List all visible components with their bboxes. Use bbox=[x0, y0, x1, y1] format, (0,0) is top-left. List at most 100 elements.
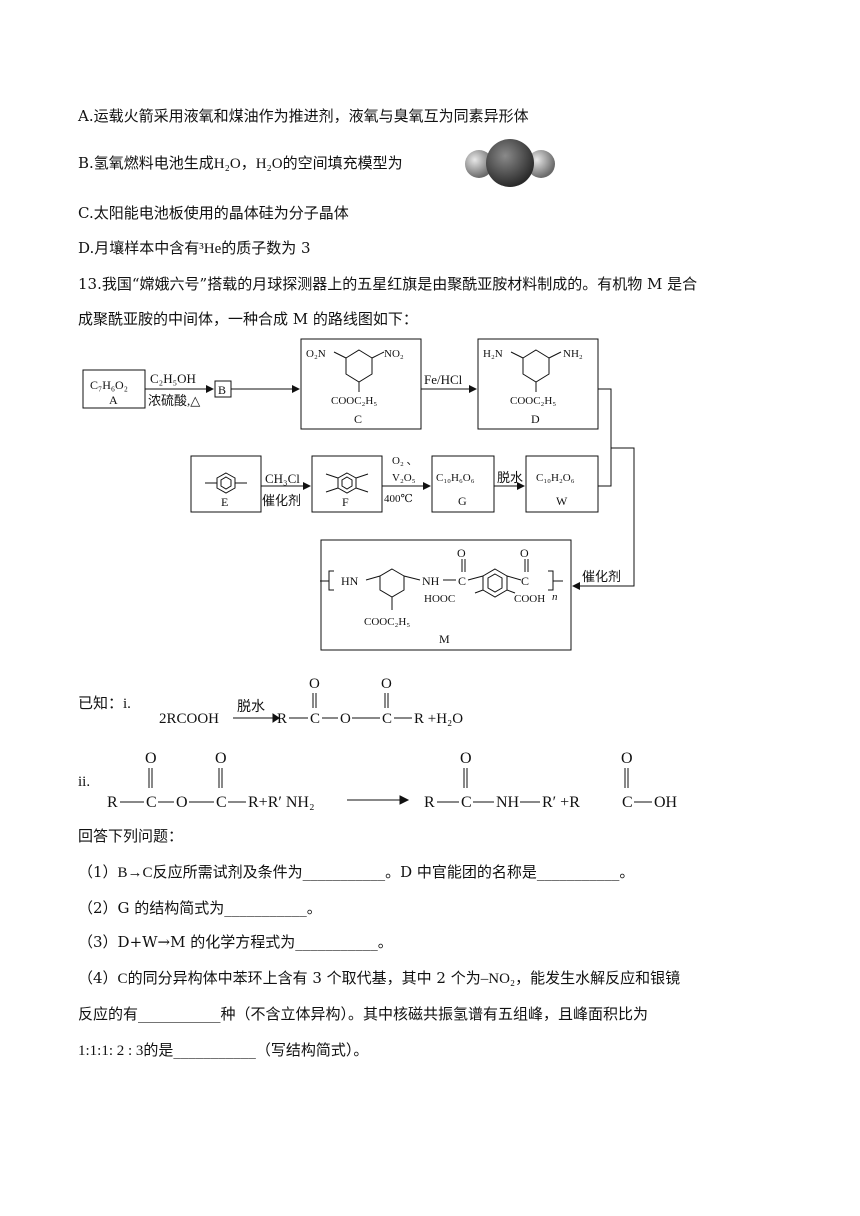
sub-question-4-number: （4） bbox=[78, 969, 118, 987]
reagent-catalyst-1: 催化剂 bbox=[262, 493, 301, 508]
known-ii-o-top-3: O bbox=[460, 750, 472, 767]
reagent-ch3cl: CH₃Cl bbox=[265, 471, 300, 486]
sub-question-4-line-1: （4）C的同分异构体中苯环上含有 3 个取代基，其中 2 个为–NO₂，能发生水… bbox=[78, 968, 680, 989]
sub-question-1-text: 反应所需试剂及条件为___________。D 中官能团的名称是________… bbox=[152, 863, 635, 881]
box-c bbox=[300, 338, 422, 430]
box-f bbox=[311, 455, 383, 513]
answer-intro: 回答下列问题： bbox=[78, 827, 184, 845]
c-nitro-left: O₂N bbox=[306, 348, 326, 360]
known-ii-c-4: C bbox=[622, 794, 633, 811]
known-label-i: 已知：i. bbox=[78, 695, 131, 712]
option-d: D.月壤样本中含有³He的质子数为 3 bbox=[78, 238, 311, 259]
helium-3-isotope: ³He bbox=[199, 241, 222, 257]
m-nh-group: NH bbox=[422, 574, 440, 588]
reagent-ethanol: C₂H₅OH bbox=[150, 371, 196, 386]
reagent-catalyst-2: 催化剂 bbox=[582, 569, 621, 584]
m-carboxyl-left: HOOC bbox=[424, 593, 455, 605]
compound-g-formula: C₁₀H₆O₆ bbox=[436, 472, 475, 484]
known-i-reactant: 2RCOOH bbox=[159, 711, 219, 727]
b-to-c-reaction: B→C bbox=[117, 865, 153, 881]
compound-d-label: D bbox=[531, 412, 540, 426]
known-ii-r-prime-plus-r: R′ +R bbox=[542, 794, 580, 811]
known-i-bridge-o: O bbox=[340, 711, 351, 727]
peak-area-ratio: 1:1:1: 2 : 3 bbox=[78, 1043, 144, 1059]
option-b: B.氢氧燃料电池生成H₂O，H₂O的空间填充模型为 bbox=[78, 153, 403, 174]
reagent-oxygen: O₂ 、 bbox=[392, 455, 418, 467]
m-carboxyl-right: COOH bbox=[514, 593, 545, 605]
box-m bbox=[320, 539, 572, 651]
known-i-c-right: C bbox=[382, 711, 392, 727]
m-carbonyl-o-right: O bbox=[520, 546, 529, 560]
known-i-o-top-right: O bbox=[381, 676, 392, 692]
compound-m-label: M bbox=[439, 632, 450, 646]
question-13-line-2: 成聚酰亚胺的中间体，一种合成 M 的路线图如下： bbox=[78, 310, 418, 328]
reagent-dehydrate: 脱水 bbox=[497, 470, 523, 485]
box-g bbox=[431, 455, 495, 513]
option-c: C.太阳能电池板使用的晶体硅为分子晶体 bbox=[78, 204, 349, 222]
sub-question-4-mid: 的同分异构体中苯环上含有 3 个取代基，其中 2 个为 bbox=[127, 969, 481, 987]
compound-e-label: E bbox=[221, 495, 228, 509]
m-hn-group: HN bbox=[341, 574, 359, 588]
known-ii-r-product: R bbox=[424, 794, 435, 811]
water-formula-1: H₂O bbox=[213, 156, 241, 172]
known-ii-o-top-4: O bbox=[621, 750, 633, 767]
known-i-c-left: C bbox=[310, 711, 320, 727]
sub-question-4-line-3: 1:1:1: 2 : 3的是___________（写结构简式）。 bbox=[78, 1040, 368, 1061]
compound-f-label: F bbox=[342, 495, 349, 509]
m-repeat-n: n bbox=[552, 591, 558, 603]
m-carbonyl-o-left: O bbox=[457, 546, 466, 560]
option-a: A.运载火箭采用液氧和煤油作为推进剂，液氧与臭氧互为同素异形体 bbox=[78, 107, 529, 125]
option-b-separator: ， bbox=[240, 154, 256, 172]
compound-g-label: G bbox=[458, 494, 467, 508]
known-label-ii: ii. bbox=[78, 774, 90, 790]
sub-question-1-number: （1） bbox=[78, 863, 118, 881]
m-carbonyl-c-left: C bbox=[458, 574, 466, 588]
question-13-line-1: 13.我国“嫦娥六号”搭载的月球探测器上的五星红旗是由聚酰亚胺材料制成的。有机物… bbox=[78, 275, 698, 293]
m-carbonyl-c-right: C bbox=[521, 574, 529, 588]
box-d bbox=[477, 338, 599, 430]
known-i-o-top-left: O bbox=[309, 676, 320, 692]
d-amino-left: H₂N bbox=[483, 348, 503, 360]
compound-a-label: A bbox=[109, 393, 118, 407]
compound-w-formula: C₁₀H₂O₆ bbox=[536, 472, 575, 484]
known-ii-oh: OH bbox=[654, 794, 678, 811]
known-ii-o-top-2: O bbox=[215, 750, 227, 767]
compound-w-label: W bbox=[556, 494, 568, 508]
box-w bbox=[525, 455, 599, 513]
sub-question-1: （1）B→C反应所需试剂及条件为___________。D 中官能团的名称是__… bbox=[78, 862, 634, 883]
sub-question-4-tail: ，能发生水解反应和银镜 bbox=[515, 969, 681, 987]
option-b-prefix: B.氢氧燃料电池生成 bbox=[78, 154, 214, 172]
reagent-v2o5: V₂O₅ bbox=[392, 472, 416, 484]
compound-c-label: C bbox=[354, 412, 362, 426]
known-ii-bridge-o: O bbox=[176, 794, 188, 811]
nitro-group: –NO₂ bbox=[480, 971, 516, 987]
reaction-temperature: 400℃ bbox=[384, 493, 413, 505]
option-d-suffix: 的质子数为 3 bbox=[221, 239, 311, 257]
d-amino-right: NH₂ bbox=[563, 348, 583, 360]
known-i-condition: 脱水 bbox=[237, 699, 265, 715]
known-ii-r-left: R bbox=[107, 794, 118, 811]
d-ester-group: COOC₂H₅ bbox=[510, 395, 556, 407]
compound-b-label: B bbox=[218, 383, 226, 397]
reagent-fe-hcl: Fe/HCl bbox=[424, 372, 463, 387]
sub-question-3: （3）D+W→M 的化学方程式为___________。 bbox=[78, 933, 393, 951]
known-ii-nh: NH bbox=[496, 794, 520, 811]
option-d-prefix: D.月壤样本中含有 bbox=[78, 239, 200, 257]
known-i-product-tail: R +H₂O bbox=[414, 711, 463, 727]
sub-question-4-line-2: 反应的有___________种（不含立体异构）。其中核磁共振氢谱有五组峰，且峰… bbox=[78, 1005, 649, 1023]
known-ii-c-2: C bbox=[216, 794, 227, 811]
water-space-filling-model bbox=[465, 139, 555, 187]
sub-question-4-line-3-text: 的是___________（写结构简式）。 bbox=[143, 1041, 369, 1059]
c-ester-group: COOC₂H₅ bbox=[331, 395, 377, 407]
reagent-conc-sulfuric-acid: 浓硫酸,△ bbox=[148, 393, 200, 408]
m-ester-group: COOC₂H₅ bbox=[364, 616, 410, 628]
compound-a-formula: C₇H₆O₂ bbox=[90, 378, 128, 392]
known-ii-c-1: C bbox=[146, 794, 157, 811]
known-ii-reactant-tail: R+R′ NH₂ bbox=[248, 794, 315, 811]
known-i-r: R bbox=[277, 711, 287, 727]
c-nitro-right: NO₂ bbox=[384, 348, 404, 360]
option-b-suffix: 的空间填充模型为 bbox=[282, 154, 403, 172]
water-formula-2: H₂O bbox=[255, 156, 283, 172]
box-e bbox=[190, 455, 262, 513]
